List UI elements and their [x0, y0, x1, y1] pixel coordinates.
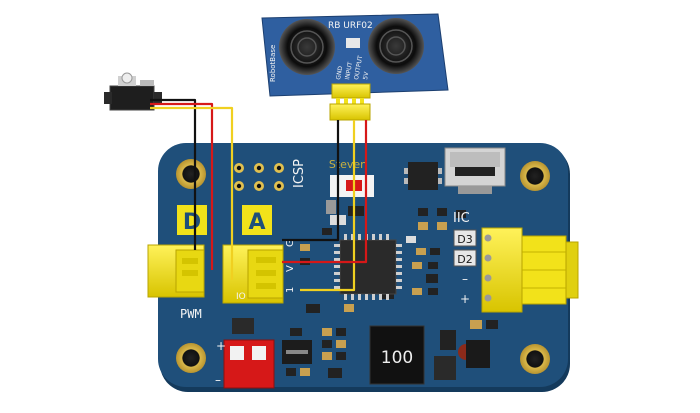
servo-wire-red: [150, 102, 214, 270]
d-a-labels: D A: [177, 205, 272, 235]
servo-wire-yellow: [150, 106, 234, 280]
header-pin-g: G: [285, 239, 296, 247]
sensor-pin-gnd: GND: [335, 65, 344, 80]
wires: [150, 98, 368, 292]
pwm-label: PWM: [180, 307, 202, 321]
sensor-wire-output: [300, 120, 356, 292]
servo-body: [109, 85, 155, 111]
iic-pin-d2: D2: [457, 253, 472, 266]
iic-pin-d3: D3: [457, 233, 472, 246]
mount-hole-bottom-right: [520, 344, 550, 374]
mount-hole-bottom-left: [176, 343, 206, 373]
sensor-brand: RobotBase: [269, 45, 277, 82]
icsp-header: ICSP: [234, 159, 307, 191]
ultrasonic-sensor: RB URF02 RobotBase GND INPUT OUTPUT 5V: [261, 13, 449, 121]
small-components-bottom: [282, 304, 498, 380]
sensor-pin-input: INPUT: [344, 61, 354, 80]
header-pin-labels: G V 1 IO: [236, 239, 296, 302]
steven-label: Steven: [329, 158, 367, 171]
header-pin-1: 1: [285, 287, 296, 293]
d-connector: [147, 244, 205, 298]
header-pin-v: V: [285, 265, 296, 272]
sensor-transducer-right: [368, 18, 424, 74]
iic-label: IIC: [453, 211, 470, 226]
a-label: A: [248, 210, 265, 235]
iic-connector-housing: [481, 227, 523, 313]
inductor-body: [369, 325, 425, 385]
battery-connector: + –: [215, 318, 275, 389]
d-label: D: [183, 210, 201, 235]
mcu-chip: [334, 234, 402, 300]
iic-section: IIC D3 D2 – +: [453, 211, 477, 306]
servo-motor: [104, 72, 162, 111]
iic-pin-box-d2: [453, 249, 477, 267]
battery-minus: –: [215, 373, 221, 387]
d-label-box: [177, 205, 207, 235]
sensor-transducer-left: [279, 19, 335, 75]
usb-connector: [444, 147, 506, 194]
iic-pin-minus: –: [462, 272, 468, 286]
servo-wire-black: [150, 98, 197, 250]
inductor: 100: [369, 325, 425, 385]
sensor-pin-5v: 5V: [362, 70, 370, 80]
iic-pin-box-d3: [453, 229, 477, 247]
sensor-pin-output: OUTPUT: [353, 55, 364, 81]
sensor-pin-header: [331, 83, 371, 99]
iic-pin-plus: +: [460, 292, 470, 306]
iic-connector: [481, 227, 579, 313]
sensor-wire-gnd: [282, 120, 340, 242]
mount-hole-top-right: [520, 161, 550, 191]
a-label-box: [242, 205, 272, 235]
mount-hole-top-left: [176, 159, 206, 189]
battery-plus: +: [216, 339, 226, 353]
icsp-label: ICSP: [292, 159, 307, 188]
mcu-body: [339, 239, 397, 295]
sensor-wire-5v: [282, 120, 368, 264]
inductor-label: 100: [381, 348, 413, 368]
sensor-model: RB URF02: [328, 21, 373, 31]
io-label: IO: [236, 292, 246, 302]
